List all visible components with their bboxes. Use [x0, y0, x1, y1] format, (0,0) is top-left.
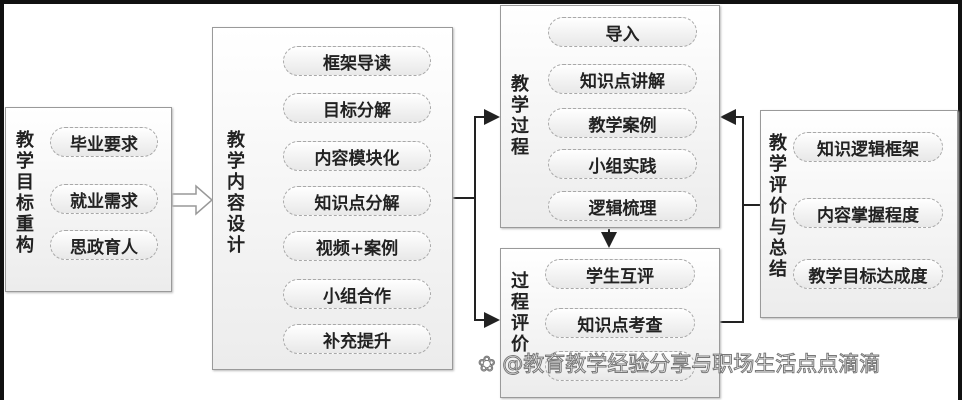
watermark: ❀ @教育教学经验分享与职场生活点点滴滴 [477, 352, 881, 377]
assessment-box: 过程评价 学生互评 知识点考查 [500, 248, 720, 398]
assessment-label: 过程评价 [511, 271, 529, 355]
goal-box: 教学目标重构 毕业要求 就业需求 思政育人 [5, 107, 172, 292]
content-item: 视频+案例 [283, 231, 431, 261]
content-item: 框架导读 [283, 46, 431, 76]
process-item: 教学案例 [548, 108, 697, 138]
evaluation-item: 知识逻辑框架 [793, 132, 943, 162]
content-item: 小组合作 [283, 279, 431, 309]
evaluation-item: 内容掌握程度 [793, 198, 943, 228]
process-item: 导入 [548, 17, 697, 47]
process-item: 逻辑梳理 [548, 191, 697, 221]
evaluation-box: 教学评价与总结 知识逻辑框架 内容掌握程度 教学目标达成度 [760, 110, 958, 318]
assessment-item: 知识点考查 [545, 308, 695, 338]
content-item: 补充提升 [283, 324, 431, 354]
evaluation-label: 教学评价与总结 [769, 133, 787, 280]
content-item: 目标分解 [283, 93, 431, 123]
process-box: 教学过程 导入 知识点讲解 教学案例 小组实践 逻辑梳理 [500, 5, 720, 228]
connector-assessment-to-process [720, 109, 744, 323]
goal-item: 就业需求 [50, 184, 158, 214]
content-item: 知识点分解 [283, 186, 431, 216]
connector-content-to-process [453, 109, 500, 199]
process-label: 教学过程 [511, 74, 529, 158]
connector-content-to-assessment [474, 198, 500, 328]
goal-label: 教学目标重构 [16, 130, 34, 256]
goal-item: 毕业要求 [50, 127, 158, 157]
assessment-item: 学生互评 [545, 259, 695, 289]
evaluation-item: 教学目标达成度 [793, 259, 943, 289]
process-item: 小组实践 [548, 149, 697, 179]
content-item: 内容模块化 [283, 141, 431, 171]
process-item: 知识点讲解 [548, 64, 697, 94]
content-label: 教学内容设计 [227, 130, 245, 256]
assessment-item [545, 351, 695, 381]
content-box: 教学内容设计 框架导读 目标分解 内容模块化 知识点分解 视频+案例 小组合作 … [212, 27, 453, 370]
goal-item: 思政育人 [50, 230, 158, 260]
hollow-arrow [171, 184, 214, 216]
